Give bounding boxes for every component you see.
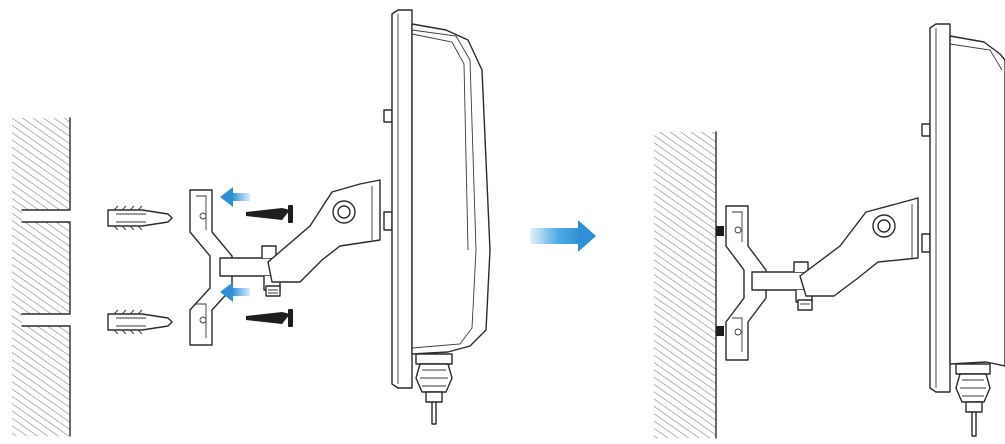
wall-left — [12, 117, 71, 437]
progress-arrow-icon — [530, 220, 596, 252]
cable-gland-icon — [415, 353, 453, 425]
cable-gland-icon — [955, 363, 991, 437]
blue-direction-arrow-icon — [220, 187, 250, 207]
step-1-exploded-view — [12, 9, 491, 437]
pivot-bracket — [267, 179, 381, 283]
wall-plug-anchor-icon — [107, 309, 173, 335]
charger-device — [383, 9, 491, 389]
blue-direction-arrow-icon — [220, 282, 250, 302]
wall-right — [654, 131, 724, 439]
wall-bracket-plate — [189, 189, 233, 346]
screw-icon — [246, 205, 293, 223]
pivot-bracket — [799, 197, 919, 297]
wall-bracket-plate — [725, 205, 767, 361]
screw-icon — [246, 309, 293, 327]
wall-plug-anchor-icon — [107, 205, 173, 231]
step-2-assembled-view — [654, 23, 1005, 439]
charger-device — [921, 23, 1005, 393]
